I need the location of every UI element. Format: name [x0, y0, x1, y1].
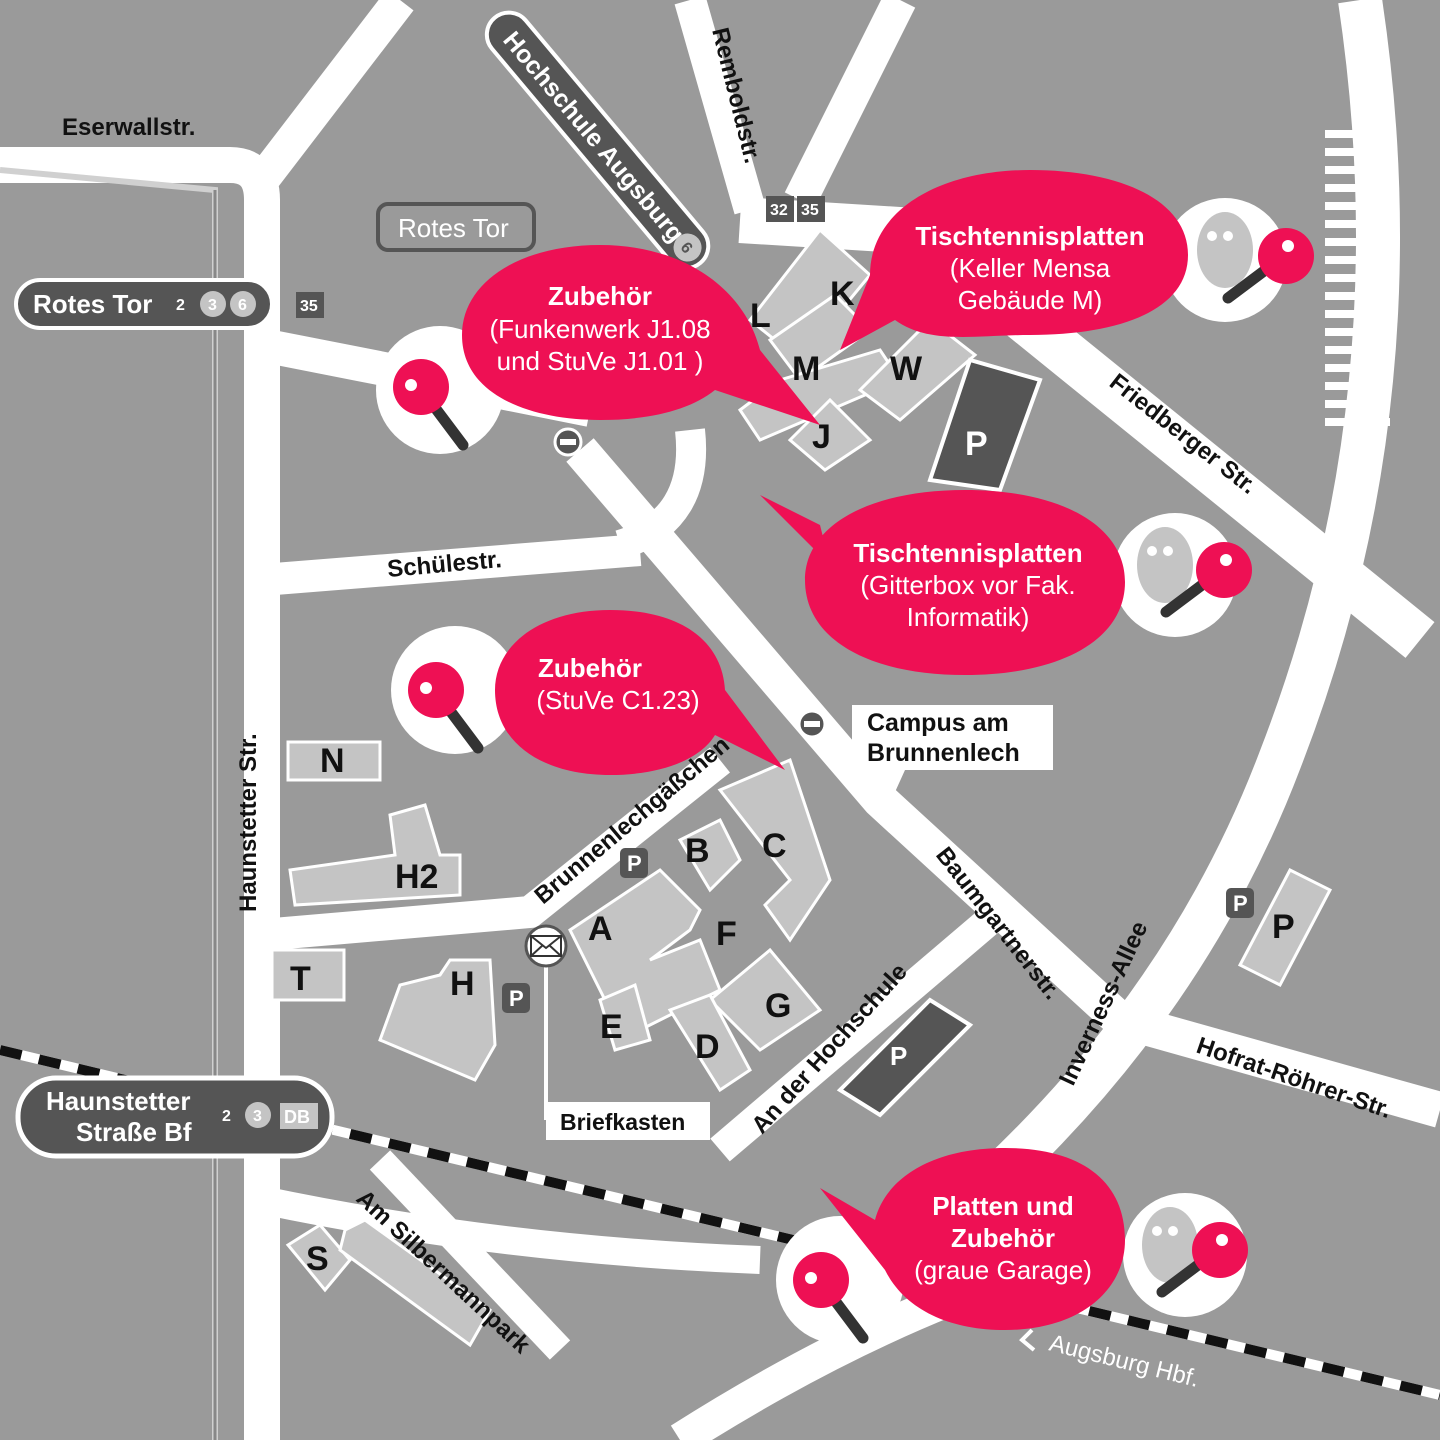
- bubble-0-sub-1: und StuVe J1.01 ): [497, 346, 704, 376]
- building-f: F: [716, 915, 737, 953]
- svg-text:Haunstetter: Haunstetter: [46, 1086, 190, 1116]
- building-g: G: [765, 987, 791, 1025]
- bubble-1-sub-1: Gebäude M): [958, 285, 1103, 315]
- svg-text:35: 35: [801, 202, 819, 219]
- building-m: M: [792, 350, 820, 388]
- building-k: K: [830, 275, 855, 313]
- bubble-4-sub-1: (graue Garage): [914, 1255, 1092, 1285]
- stop-haunstetter-bf: Haunstetter Straße Bf 2 3 DB: [15, 1075, 335, 1159]
- bubble-3-title: Zubehör: [538, 653, 642, 683]
- svg-text:3: 3: [208, 297, 217, 314]
- building-labels: K L M W J P N H2 T H A B C F G D E S P P: [290, 275, 1295, 1278]
- street-eserwall: Eserwallstr.: [62, 114, 195, 141]
- bubble-0-title: Zubehör: [548, 281, 652, 311]
- bubble-3-sub-0: (StuVe C1.23): [536, 685, 699, 715]
- crosswalk: [1325, 130, 1390, 426]
- no-entry-icons: [553, 427, 827, 739]
- svg-text:6: 6: [238, 297, 247, 314]
- bus-badges: 35 32 35: [296, 196, 825, 318]
- building-h: H: [450, 965, 475, 1003]
- svg-text:32: 32: [770, 202, 788, 219]
- building-s: S: [306, 1240, 329, 1278]
- callout-bubbles: Zubehör (Funkenwerk J1.08 und StuVe J1.0…: [462, 170, 1188, 1330]
- bubble-4-title: Platten und: [932, 1191, 1074, 1221]
- stop-rotes-tor-tram: Rotes Tor 2 3 6: [14, 278, 274, 330]
- svg-text:2: 2: [176, 297, 185, 314]
- building-l: L: [750, 297, 771, 335]
- parking-p-east: P: [1272, 908, 1295, 946]
- svg-text:P: P: [1233, 891, 1248, 916]
- svg-text:3: 3: [253, 1108, 262, 1125]
- building-e: E: [600, 1008, 623, 1046]
- svg-text:Rotes Tor: Rotes Tor: [398, 213, 509, 243]
- svg-text:DB: DB: [284, 1107, 310, 1127]
- parking-p-main: P: [965, 425, 988, 463]
- campus-label: Campus am Brunnenlech: [852, 705, 1053, 825]
- bubble-0-sub-0: (Funkenwerk J1.08: [489, 314, 710, 344]
- svg-text:P: P: [627, 851, 642, 876]
- svg-text:2: 2: [222, 1108, 231, 1125]
- bubble-1-title: Tischtennisplatten: [915, 221, 1144, 251]
- briefkasten: Briefkasten: [524, 924, 710, 1140]
- building-t: T: [290, 960, 311, 998]
- building-h2: H2: [395, 858, 438, 896]
- stop-rotes-tor-bus: Rotes Tor: [376, 202, 536, 252]
- building-w: W: [890, 350, 923, 388]
- building-n: N: [320, 742, 345, 780]
- bubble-2-sub-1: Informatik): [907, 602, 1030, 632]
- bubble-4-sub-0: Zubehör: [951, 1223, 1055, 1253]
- parking-structures: [836, 357, 1043, 1118]
- svg-text:P: P: [509, 986, 524, 1011]
- building-c: C: [762, 827, 787, 865]
- bubble-2-sub-0: (Gitterbox vor Fak.: [860, 570, 1075, 600]
- street-haunstetter: Haunstetter Str.: [235, 733, 262, 912]
- svg-text:35: 35: [300, 298, 318, 315]
- parking-markers: P P P: [502, 848, 1254, 1013]
- buildings: [270, 227, 1333, 1348]
- svg-text:Rotes Tor: Rotes Tor: [33, 289, 152, 319]
- parking-p-south: P: [890, 1041, 907, 1071]
- building-b: B: [685, 832, 710, 870]
- building-d: D: [695, 1028, 720, 1066]
- svg-text:Brunnenlech: Brunnenlech: [867, 739, 1020, 767]
- bubble-2-title: Tischtennisplatten: [853, 538, 1082, 568]
- svg-text:Briefkasten: Briefkasten: [560, 1109, 685, 1135]
- bubble-1-sub-0: (Keller Mensa: [950, 253, 1111, 283]
- svg-text:Straße Bf: Straße Bf: [76, 1117, 192, 1147]
- building-a: A: [588, 910, 613, 948]
- building-j: J: [812, 418, 831, 456]
- svg-text:Campus am: Campus am: [867, 709, 1009, 737]
